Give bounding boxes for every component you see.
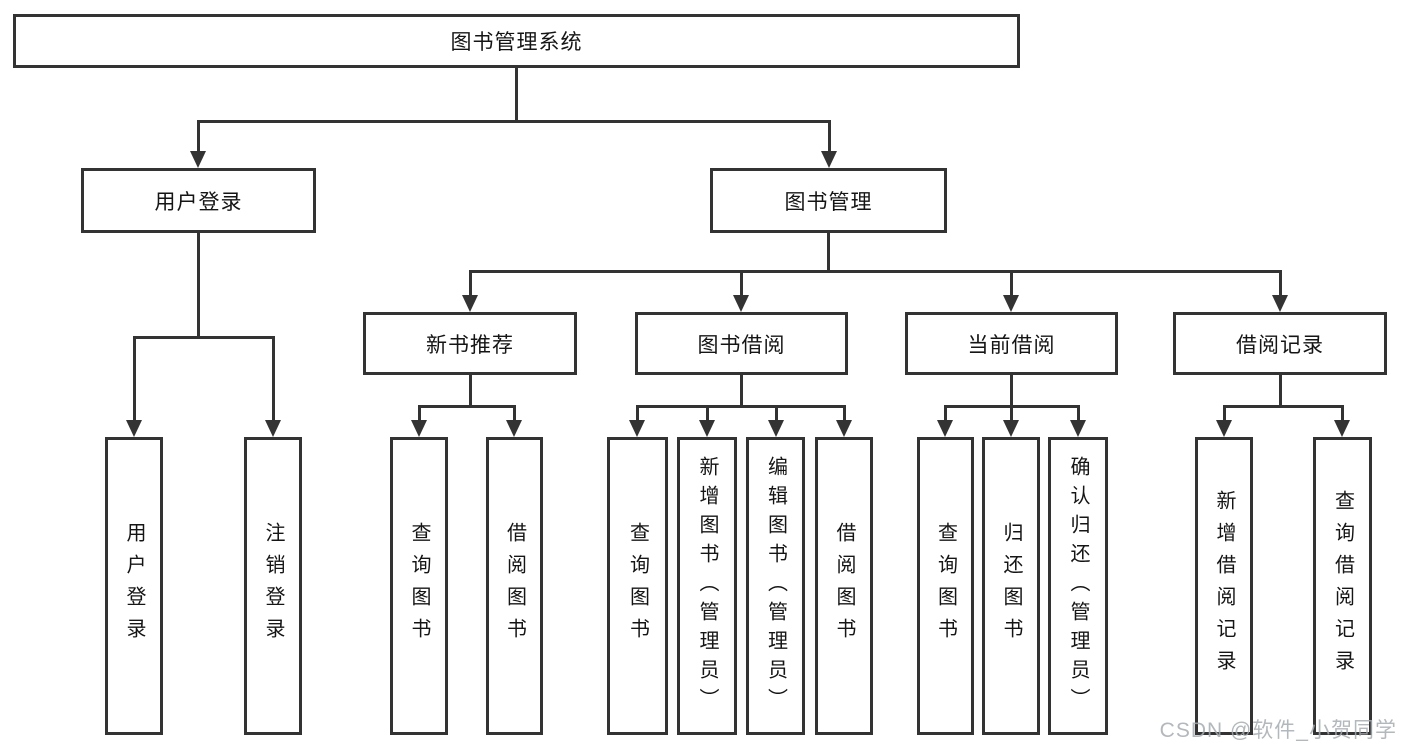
node-cb-return-book: 归还图书 (982, 437, 1040, 735)
connector-stem-logout (272, 336, 275, 422)
node-label: 查询图书 (934, 522, 957, 650)
arrow-down-icon (1003, 295, 1019, 312)
node-cb-confirm-return: 确认归还（管理员） (1048, 437, 1108, 735)
arrow-down-icon (462, 295, 478, 312)
connector-book-management-branch (469, 270, 1282, 273)
arrow-down-icon (937, 420, 953, 437)
node-label: 编辑图书（管理员） (764, 455, 787, 717)
connector-new-book-stem (469, 375, 472, 405)
node-new-book-recommend: 新书推荐 (363, 312, 577, 375)
arrow-down-icon (1272, 295, 1288, 312)
connector-root-stem (515, 68, 518, 120)
arrow-down-icon (1216, 420, 1232, 437)
node-bb-edit-book: 编辑图书（管理员） (746, 437, 805, 735)
arrow-down-icon (1334, 420, 1350, 437)
arrow-down-icon (733, 295, 749, 312)
node-cb-query-book: 查询图书 (917, 437, 974, 735)
node-label: 查询借阅记录 (1331, 490, 1354, 682)
connector-book-borrow-stem (740, 375, 743, 405)
connector-stem-login (133, 336, 136, 422)
connector-stem (1223, 405, 1226, 422)
arrow-down-icon (836, 420, 852, 437)
connector-user-login-stem (197, 233, 200, 336)
node-system: 图书管理系统 (13, 14, 1020, 68)
node-logout: 注销登录 (244, 437, 302, 735)
connector-stem-current-borrow (1010, 270, 1013, 297)
node-br-query-record: 查询借阅记录 (1313, 437, 1372, 735)
arrow-down-icon (190, 151, 206, 168)
arrow-down-icon (411, 420, 427, 437)
connector-new-book-branch (418, 405, 516, 408)
node-book-borrow: 图书借阅 (635, 312, 848, 375)
node-bb-add-book: 新增图书（管理员） (677, 437, 737, 735)
connector-user-login-branch (133, 336, 275, 339)
node-label: 查询图书 (408, 522, 430, 650)
connector-borrow-record-stem (1279, 375, 1282, 405)
arrow-down-icon (1003, 420, 1019, 437)
node-borrow-record: 借阅记录 (1173, 312, 1387, 375)
node-user-login: 用户登录 (81, 168, 316, 233)
node-current-borrow: 当前借阅 (905, 312, 1118, 375)
connector-stem (418, 405, 421, 422)
node-nb-query-book: 查询图书 (390, 437, 448, 735)
connector-stem (944, 405, 947, 422)
arrow-down-icon (265, 420, 281, 437)
node-label: 确认归还（管理员） (1067, 455, 1089, 717)
node-label: 用户登录 (123, 522, 145, 650)
connector-stem-new-book (469, 270, 472, 297)
node-label: 新增借阅记录 (1213, 490, 1235, 682)
node-login: 用户登录 (105, 437, 163, 735)
arrow-down-icon (126, 420, 142, 437)
connector-stem (706, 405, 709, 422)
node-bb-query-book: 查询图书 (607, 437, 668, 735)
arrow-down-icon (506, 420, 522, 437)
connector-root-branch (197, 120, 831, 123)
node-label: 归还图书 (1000, 522, 1022, 650)
connector-stem-book-management (828, 120, 831, 153)
node-book-management: 图书管理 (710, 168, 947, 233)
connector-current-borrow-stem (1010, 375, 1013, 405)
connector-stem (1341, 405, 1344, 422)
connector-book-management-stem (827, 233, 830, 273)
connector-stem-user-login (197, 120, 200, 153)
connector-stem (1010, 405, 1013, 422)
connector-book-borrow-branch (636, 405, 846, 408)
node-label: 查询图书 (626, 522, 649, 650)
connector-stem (1077, 405, 1080, 422)
arrow-down-icon (629, 420, 645, 437)
node-nb-borrow-book: 借阅图书 (486, 437, 543, 735)
arrow-down-icon (821, 151, 837, 168)
connector-stem (843, 405, 846, 422)
connector-stem (775, 405, 778, 422)
arrow-down-icon (1070, 420, 1086, 437)
node-label: 借阅图书 (833, 522, 855, 650)
connector-stem-book-borrow (740, 270, 743, 297)
connector-stem (636, 405, 639, 422)
arrow-down-icon (699, 420, 715, 437)
connector-stem-borrow-record (1279, 270, 1282, 297)
node-label: 新增图书（管理员） (696, 455, 718, 717)
node-bb-borrow-book: 借阅图书 (815, 437, 873, 735)
connector-stem (513, 405, 516, 422)
node-br-add-record: 新增借阅记录 (1195, 437, 1253, 735)
arrow-down-icon (768, 420, 784, 437)
watermark: CSDN @软件_小贺同学 (1159, 719, 1397, 742)
node-label: 借阅图书 (503, 522, 526, 650)
node-label: 注销登录 (262, 522, 284, 650)
connector-borrow-record-branch (1223, 405, 1344, 408)
